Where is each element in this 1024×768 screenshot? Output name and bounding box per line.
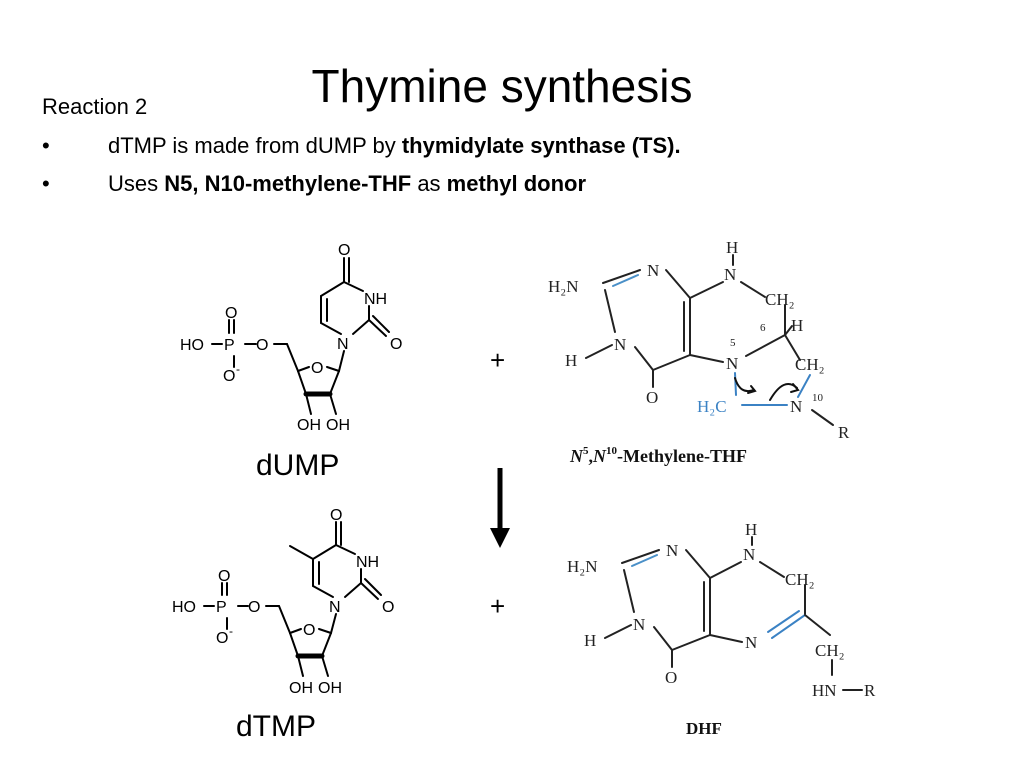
atom-charge: -	[229, 624, 233, 638]
bullet-marker: •	[42, 171, 50, 196]
atom-label: CH₂	[765, 290, 795, 309]
atom-label: H	[791, 316, 803, 335]
name-part: N	[592, 446, 607, 466]
slide-subtitle: Reaction 2	[42, 94, 148, 119]
atom-label: N	[614, 335, 626, 354]
atom-label: O	[303, 622, 315, 639]
methylene-thf-atom-labels: H N N H₂N CH₂ N H N 5 6 H CH₂ O H₂C N 10…	[548, 238, 850, 442]
atom-label: H	[726, 238, 738, 257]
atom-label: H₂C	[697, 397, 727, 416]
bullet-1-text-b: thymidylate synthase (TS).	[401, 133, 681, 158]
atom-label: CH₂	[795, 355, 825, 374]
atom-label: H₂N	[548, 277, 578, 296]
name-part: ,	[589, 446, 594, 466]
atom-position: 5	[730, 337, 736, 349]
dump-structure	[211, 257, 390, 415]
dump-label: dUMP	[256, 449, 340, 482]
atom-label: O	[311, 360, 323, 377]
bullet-2-text-b: N5, N10-methylene-THF	[164, 171, 412, 196]
bullet-2: • Uses N5, N10-methylene-THF as methyl do…	[42, 170, 586, 198]
atom-label: O	[390, 336, 402, 353]
bullet-marker: •	[42, 133, 50, 158]
atom-label: OH	[289, 680, 313, 697]
atom-label: OH	[326, 417, 350, 434]
atom-label: N	[647, 261, 659, 280]
atom-label: O	[330, 507, 342, 524]
atom-label: H	[584, 631, 596, 650]
atom-label: O	[338, 242, 350, 259]
atom-label: HO	[180, 337, 204, 354]
slide-title: Thymine synthesis	[311, 60, 693, 112]
methylene-thf-structure	[585, 254, 834, 426]
atom-label: N	[745, 633, 757, 652]
down-arrow-icon	[490, 468, 510, 548]
atom-label: CH₂	[815, 641, 845, 660]
dhf-structure	[604, 536, 863, 691]
atom-label: N	[743, 545, 755, 564]
dtmp-label: dTMP	[236, 710, 317, 743]
atom-label: O	[218, 568, 230, 585]
atom-label: H	[565, 351, 577, 370]
bullet-2-text-c: as	[411, 171, 447, 196]
dhf-atom-labels: H N N H₂N CH₂ N H N O CH₂ HN R	[567, 520, 876, 700]
atom-label: O	[646, 388, 658, 407]
dhf-name: DHF	[686, 719, 722, 738]
atom-label: N	[790, 397, 802, 416]
atom-label: N	[633, 615, 645, 634]
plus-sign-top: +	[490, 345, 506, 375]
atom-label: CH₂	[785, 570, 815, 589]
atom-label: O	[223, 368, 235, 385]
atom-label: N	[337, 336, 349, 353]
atom-charge: -	[236, 362, 240, 376]
methylene-thf-name: N5,N10-Methylene-THF	[569, 445, 747, 466]
atom-label: OH	[318, 680, 342, 697]
atom-label: P	[216, 599, 227, 616]
dtmp-atom-labels: O NH N O HO P O O O - O OH OH	[172, 507, 394, 697]
atom-label: N	[329, 599, 341, 616]
name-part: N	[569, 446, 584, 466]
atom-label: R	[838, 423, 850, 442]
atom-label: HN	[812, 681, 837, 700]
atom-label: NH	[364, 291, 387, 308]
name-part: 5	[583, 445, 589, 457]
atom-label: O	[665, 668, 677, 687]
dtmp-structure	[203, 521, 382, 677]
atom-label: O	[216, 630, 228, 647]
plus-sign-bottom: +	[490, 591, 506, 621]
name-part: 10	[606, 445, 618, 457]
name-part: -Methylene-THF	[617, 446, 747, 466]
atom-position: 10	[812, 392, 824, 404]
atom-label: H	[745, 520, 757, 539]
atom-label: P	[224, 337, 235, 354]
bullet-2-text-a: Uses	[108, 171, 165, 196]
atom-label: O	[248, 599, 260, 616]
atom-label: N	[724, 265, 736, 284]
atom-label: N	[666, 541, 678, 560]
atom-label: HO	[172, 599, 196, 616]
atom-label: R	[864, 681, 876, 700]
atom-label: O	[256, 337, 268, 354]
bullet-2-text-d: methyl donor	[446, 171, 587, 196]
atom-label: O	[225, 305, 237, 322]
atom-label: NH	[356, 554, 379, 571]
atom-label: OH	[297, 417, 321, 434]
atom-position: 6	[760, 322, 766, 334]
atom-label: N	[726, 354, 738, 373]
svg-text:N5,N10-Methylene-THF: N5,N10-Methylene-THF	[569, 445, 747, 466]
atom-label: H₂N	[567, 557, 597, 576]
dump-atom-labels: O NH N O HO P O O O - O OH OH	[180, 242, 402, 434]
bullet-1: • dTMP is made from dUMP by thymidylate s…	[42, 132, 681, 160]
bullet-1-text-a: dTMP is made from dUMP by	[108, 133, 402, 158]
atom-label: O	[382, 599, 394, 616]
